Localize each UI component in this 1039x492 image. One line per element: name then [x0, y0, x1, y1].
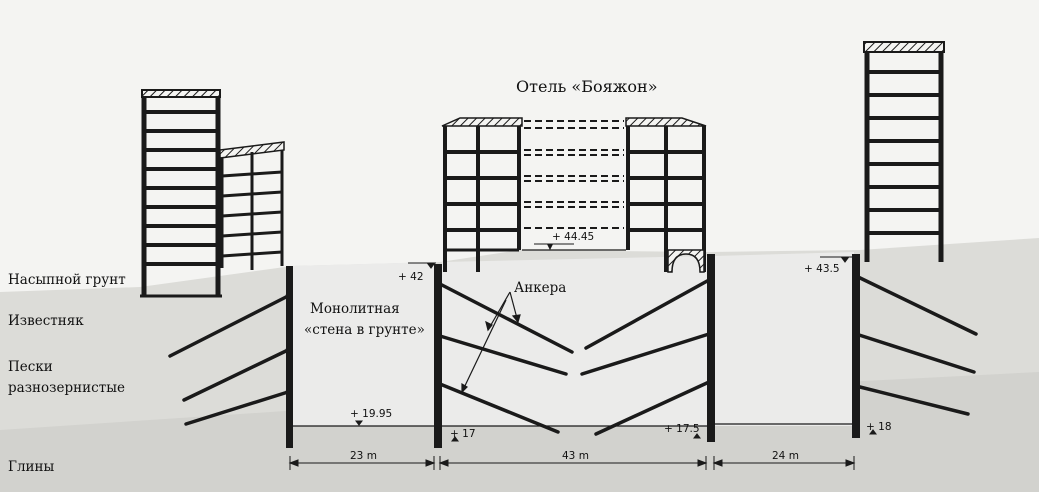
elevation-markers: [355, 243, 877, 442]
dim-span-2: 43 m: [562, 450, 589, 462]
pit-middle: [442, 256, 708, 426]
diaphragm-walls: [286, 254, 860, 448]
wall-2: [434, 264, 442, 448]
anchor-heads: [285, 272, 860, 396]
left-building-tall: [140, 89, 222, 298]
left-building-annex: [219, 141, 285, 270]
elev-right-bottom: + 18: [866, 421, 892, 433]
dim-span-3: 24 m: [772, 450, 799, 462]
right-building-tall: [863, 41, 945, 262]
wall-3: [707, 254, 715, 442]
anchors-label: Анкера: [514, 280, 566, 296]
anchor-leader-arrows: [461, 291, 521, 394]
wall-label-line-1: Монолитная: [310, 301, 400, 317]
soil-label-limestone: Известняк: [8, 313, 84, 329]
elev-left-pit-bottom: + 19.95: [350, 408, 392, 420]
pit-left: [292, 262, 436, 426]
hotel-title: Отель «Бояжон»: [516, 77, 657, 96]
wall-label-line-2: «стена в грунте»: [304, 322, 425, 338]
soil-label-sands-1: Пески: [8, 359, 53, 375]
soil-label-fill: Насыпной грунт: [8, 272, 126, 288]
elev-hotel-top: + 44.45: [552, 231, 594, 243]
wall-1: [286, 266, 293, 448]
pit-right: [714, 252, 854, 426]
elev-mid-left-bottom: + 17: [450, 428, 476, 440]
pit-bottom-lines: [293, 423, 852, 427]
dimension-lines: [288, 456, 856, 470]
hotel-right-block: [625, 117, 707, 273]
dim-span-1: 23 m: [350, 450, 377, 462]
elev-right-wall-top: + 43.5: [804, 263, 840, 275]
soil-label-sands-2: разнозернистые: [8, 380, 125, 396]
elev-mid-right-bottom: + 17.5: [664, 423, 700, 435]
soil-label-clays: Глины: [8, 459, 55, 475]
ground-anchors: [168, 274, 978, 436]
hotel-left-block: [441, 117, 523, 272]
elev-left-wall-top: + 42: [398, 271, 424, 283]
wall-4: [852, 254, 860, 438]
hotel-missing-floors: [524, 120, 624, 229]
